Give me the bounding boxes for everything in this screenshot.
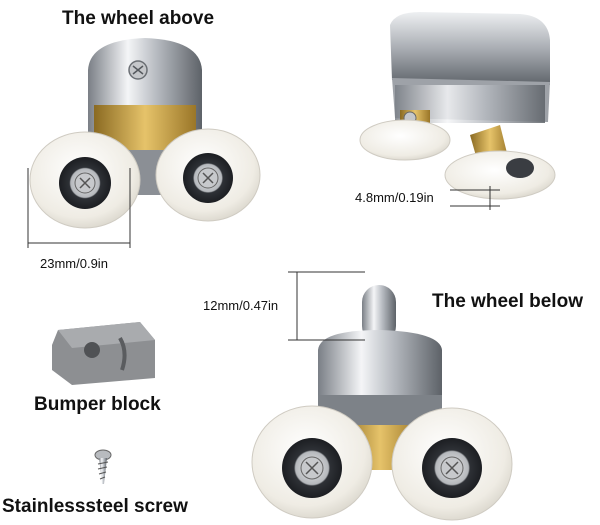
wheel-below-product (251, 285, 513, 521)
bumper-block-label: Bumper block (34, 394, 161, 415)
post-height-dimension (288, 271, 365, 341)
post-pin (362, 285, 396, 343)
wheel-above-side-product (359, 12, 556, 200)
wheel-thickness-dimension (450, 186, 500, 210)
wheel-below-label: The wheel below (432, 291, 583, 312)
bumper-block-product (52, 322, 155, 385)
wheel-diameter-text: 23mm/0.9in (40, 256, 108, 271)
wheel-above-product (29, 38, 261, 229)
wheel-above-label: The wheel above (62, 8, 215, 29)
wheel-thickness-text: 4.8mm/0.19in (355, 190, 434, 205)
post-height-text: 12mm/0.47in (203, 298, 279, 313)
screw-label: Stainlesssteel screw (2, 496, 188, 517)
wheel-diameter-dimension (27, 168, 131, 248)
screw-product (94, 449, 112, 484)
